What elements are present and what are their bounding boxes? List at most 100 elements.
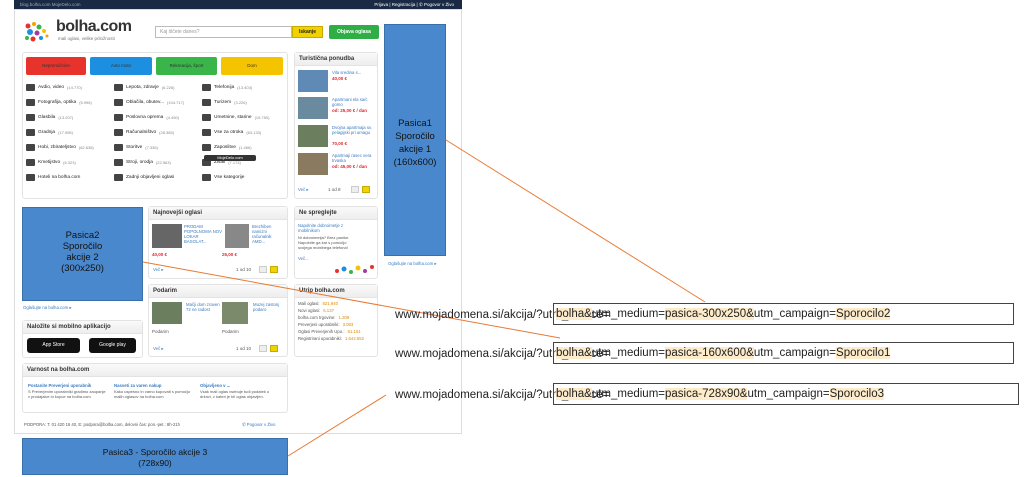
prev-page-button[interactable] bbox=[259, 266, 267, 273]
stats-row: Oglasi Preverjenih Upo.:61.161 bbox=[298, 329, 361, 334]
category-link[interactable]: Zadnji objavljeni oglasi bbox=[114, 174, 177, 181]
search-input[interactable]: Kaj iščete danes? bbox=[155, 26, 292, 38]
real-estate-button[interactable]: Nepremičnine bbox=[26, 57, 86, 75]
ad-thumbnail[interactable] bbox=[225, 224, 249, 248]
google-play-button[interactable]: Google play bbox=[89, 338, 136, 353]
more-link[interactable]: Več ▸ bbox=[153, 267, 164, 272]
category-link[interactable]: Poslovna oprema(4.490) bbox=[114, 114, 179, 121]
dont-miss-link[interactable]: Napolnite dobroimetje z mobilnikom bbox=[298, 223, 344, 233]
category-count: (28.385) bbox=[159, 130, 175, 135]
gift-title[interactable]: Muzej zastonj podaro bbox=[253, 302, 280, 312]
top-user-links[interactable]: Prijava | Registracija | ✆ Pogovor v Živ… bbox=[374, 2, 454, 7]
utm-campaign: Sporocilo3 bbox=[829, 388, 884, 400]
category-link[interactable]: Kmetijstvo(6.323) bbox=[26, 159, 76, 166]
category-link[interactable]: Umetnine, starine(19.750) bbox=[202, 114, 270, 121]
category-link[interactable]: Stroji, orodja(22.563) bbox=[114, 159, 171, 166]
publish-ad-button[interactable]: Objava oglasa bbox=[329, 25, 379, 39]
briefcase-icon bbox=[114, 114, 123, 121]
category-link[interactable]: Oblačila, obutev...(104.717) bbox=[114, 99, 184, 106]
logo-dots-icon bbox=[25, 22, 49, 42]
gift-thumbnail[interactable] bbox=[152, 302, 182, 324]
prev-page-button[interactable] bbox=[351, 186, 359, 193]
category-link[interactable]: Vse kategorije bbox=[202, 174, 247, 181]
banner3-size: (728x90) bbox=[138, 458, 172, 468]
more-link[interactable]: Več... bbox=[298, 256, 309, 261]
tourism-thumbnail[interactable] bbox=[298, 153, 328, 175]
category-count: (19.750) bbox=[254, 115, 270, 120]
category-label: Turizem bbox=[214, 100, 232, 105]
category-link[interactable]: Glasbila(13.207) bbox=[26, 114, 73, 121]
category-link[interactable]: Telefonija(13.403) bbox=[202, 84, 252, 91]
category-link[interactable]: Avdio, video(14.770) bbox=[26, 84, 82, 91]
paw-icon bbox=[202, 159, 211, 166]
live-chat-link[interactable]: ✆ Pogovor v Živo bbox=[242, 422, 276, 427]
sport-button[interactable]: Rekreacija, šport bbox=[156, 57, 217, 75]
tourism-thumbnail[interactable] bbox=[298, 125, 328, 147]
app-store-button[interactable]: App Store bbox=[27, 338, 80, 353]
tourism-item[interactable]: Apartmaji rasec vera trvaska bbox=[332, 153, 372, 163]
category-link[interactable]: Fotografija, optika(5.996) bbox=[26, 99, 92, 106]
tourism-item[interactable]: Apartmani ela sa/c gomo bbox=[332, 97, 368, 107]
category-link[interactable]: Hobi, zbirateljstvo(62.638) bbox=[26, 144, 94, 151]
category-link[interactable]: Storitve(7.336) bbox=[114, 144, 158, 151]
category-count: (4.490) bbox=[166, 115, 180, 120]
banner-728x90[interactable]: Pasica3 - Sporočilo akcije 3 (728x90) bbox=[22, 438, 288, 475]
category-label: Oblačila, obutev... bbox=[126, 100, 165, 105]
utm-url-box[interactable]: bolha&utm_medium=pasica-728x90&utm_campa… bbox=[553, 383, 1019, 405]
safety-item-title[interactable]: Nasveti za varen nakup bbox=[114, 383, 162, 388]
category-link[interactable]: Turizem(3.226) bbox=[202, 99, 247, 106]
home-button[interactable]: Dom bbox=[221, 57, 283, 75]
tourism-item[interactable]: Vila sredina s... bbox=[332, 70, 362, 75]
next-page-button[interactable] bbox=[362, 186, 370, 193]
ad-thumbnail[interactable] bbox=[152, 224, 182, 248]
category-count: (7.174) bbox=[228, 160, 241, 165]
utm-source: bolha& bbox=[556, 347, 592, 359]
tourism-thumbnail[interactable] bbox=[298, 70, 328, 92]
search-button[interactable]: Iskanje bbox=[292, 26, 323, 38]
top-links[interactable]: blog.bolha.com MojeDelo.com bbox=[20, 2, 81, 7]
advertise-link[interactable]: Oglašujte na bolha.com ▸ bbox=[23, 305, 72, 310]
banner-300x250[interactable]: Pasica2 Sporočilo akcije 2 (300x250) bbox=[22, 207, 143, 301]
safety-item-title[interactable]: Postanite Preverjeni uporabnik bbox=[28, 383, 92, 388]
logo[interactable]: bolha.com mali oglasi, velike priložnost… bbox=[22, 18, 142, 46]
utm-url-box[interactable]: bolha&utm_medium=pasica-300x250&utm_camp… bbox=[553, 303, 1014, 325]
ad-price: 25,00 € bbox=[222, 252, 238, 257]
next-page-button[interactable] bbox=[270, 345, 278, 352]
more-link[interactable]: Več ▸ bbox=[153, 346, 164, 351]
stats-label: bolha.com trgovine: bbox=[298, 315, 336, 320]
next-page-button[interactable] bbox=[270, 266, 278, 273]
stats-value: 1.642.552 bbox=[344, 336, 365, 341]
advertise-link[interactable]: Oglašujte na bolha.com ▸ bbox=[388, 261, 437, 266]
gift-thumbnail[interactable] bbox=[222, 302, 248, 324]
stats-value: 821.940 bbox=[322, 301, 339, 306]
banner2-label: akcije 2 bbox=[66, 252, 99, 263]
ad-title[interactable]: Brezhiben namizni računalnik AMD... bbox=[252, 224, 272, 244]
category-link[interactable]: Gradnja(17.955) bbox=[26, 129, 73, 136]
utm-url-box[interactable]: bolha&utm_medium=pasica-160x600&utm_camp… bbox=[553, 342, 1014, 364]
banner3-label: Pasica3 - Sporočilo akcije 3 bbox=[102, 447, 208, 457]
banner-160x600[interactable]: Pasica1 Sporočilo akcije 1 (160x600) bbox=[384, 24, 446, 256]
more-link[interactable]: Več ▸ bbox=[298, 187, 309, 192]
prev-page-button[interactable] bbox=[259, 345, 267, 352]
stats-value: 6.137 bbox=[323, 308, 334, 313]
category-link[interactable]: Vse za otroka(63.133) bbox=[202, 129, 261, 136]
utm-campaign-key: utm_campaign= bbox=[753, 347, 837, 359]
ad-title[interactable]: PRODAM POPOLNOMA NOV LOKAR BASOLAT... bbox=[184, 224, 222, 244]
gift-title[interactable]: Mačji dom zraven 72 ne radost bbox=[186, 302, 220, 312]
category-link[interactable]: Živali(7.174) bbox=[202, 159, 241, 166]
moje-delo-badge[interactable]: MojeDelo.com bbox=[204, 155, 256, 161]
drill-icon bbox=[114, 159, 123, 166]
tourism-item[interactable]: Dvojna apartmaja sv. pelagijski pri umag… bbox=[332, 125, 373, 135]
category-link[interactable]: Hoteli na bolha.com bbox=[26, 174, 83, 181]
category-link[interactable]: Lepota, zdravje(6.226) bbox=[114, 84, 175, 91]
gift-label: Podarim bbox=[152, 329, 169, 334]
category-label: Telefonija bbox=[214, 85, 235, 90]
stats-row: bolha.com trgovine:1.309 bbox=[298, 315, 349, 320]
safety-item-title[interactable]: Objavljeno v ... bbox=[200, 383, 231, 388]
category-link[interactable]: Zaposlitve(1.466) bbox=[202, 144, 252, 151]
auto-moto-button[interactable]: Avto moto bbox=[90, 57, 152, 75]
category-link[interactable]: Računalništvo(28.385) bbox=[114, 129, 174, 136]
category-label: Kmetijstvo bbox=[38, 160, 61, 165]
tourism-thumbnail[interactable] bbox=[298, 97, 328, 119]
